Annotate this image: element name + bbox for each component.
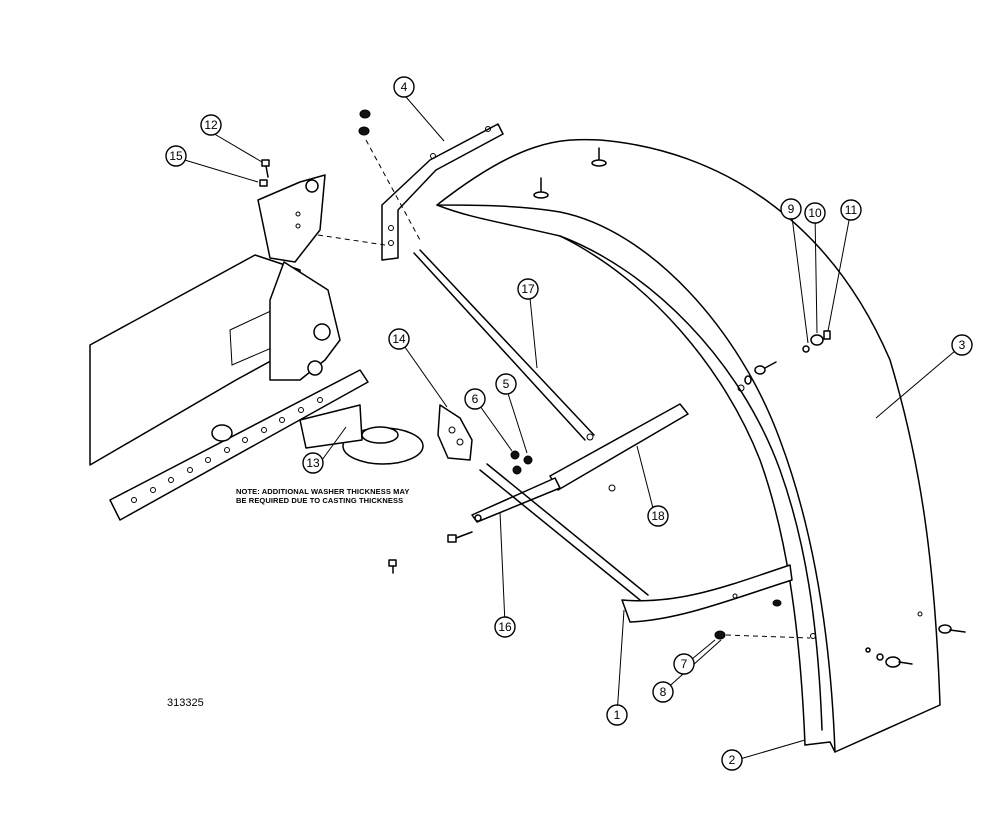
washer-note: NOTE: ADDITIONAL WASHER THICKNESS MAY BE… bbox=[236, 487, 436, 505]
svg-text:18: 18 bbox=[651, 509, 665, 523]
mount-bracket-4 bbox=[317, 109, 504, 261]
callout-8: 8 bbox=[652, 681, 674, 703]
svg-text:11: 11 bbox=[845, 203, 858, 217]
fender-hole bbox=[732, 593, 738, 599]
nuts-5-6 bbox=[510, 450, 533, 475]
callout-16: 16 bbox=[494, 616, 516, 638]
strap-holes bbox=[131, 397, 323, 503]
callout-4: 4 bbox=[393, 76, 415, 98]
callout-17: 17 bbox=[517, 278, 539, 300]
callout-2: 2 bbox=[721, 749, 743, 771]
callout-10: 10 bbox=[804, 202, 826, 224]
svg-text:14: 14 bbox=[392, 332, 406, 346]
fender-side-wall bbox=[436, 204, 823, 731]
lower-right-bolts bbox=[865, 624, 966, 668]
fender-assembly bbox=[436, 138, 966, 753]
callout-9: 9 bbox=[780, 198, 802, 220]
drawing-number: 313325 bbox=[167, 697, 204, 709]
callout-7: 7 bbox=[673, 653, 695, 675]
fender-hole bbox=[917, 611, 923, 617]
top-bolt-assembly bbox=[533, 147, 607, 199]
svg-text:8: 8 bbox=[660, 685, 667, 699]
callout-18: 18 bbox=[647, 505, 669, 527]
svg-text:13: 13 bbox=[306, 456, 320, 470]
callout-3: 3 bbox=[951, 334, 973, 356]
svg-text:15: 15 bbox=[169, 149, 183, 163]
lower-brace bbox=[479, 463, 649, 601]
svg-text:12: 12 bbox=[204, 118, 218, 132]
support-bar-18 bbox=[549, 403, 689, 491]
loose-bolt bbox=[388, 531, 473, 574]
svg-text:17: 17 bbox=[521, 282, 535, 296]
callout-1: 1 bbox=[606, 704, 628, 726]
svg-text:6: 6 bbox=[472, 392, 479, 406]
callout-6: 6 bbox=[464, 388, 486, 410]
callout-5: 5 bbox=[495, 373, 517, 395]
svg-text:7: 7 bbox=[681, 657, 688, 671]
svg-text:5: 5 bbox=[503, 377, 510, 391]
svg-text:2: 2 bbox=[729, 753, 736, 767]
callout-12: 12 bbox=[200, 114, 222, 136]
fender-tail bbox=[804, 741, 836, 753]
callout-13: 13 bbox=[302, 452, 324, 474]
svg-text:4: 4 bbox=[401, 80, 408, 94]
svg-text:10: 10 bbox=[808, 206, 822, 220]
fender-hole bbox=[737, 384, 745, 392]
fender-hole bbox=[608, 484, 616, 492]
callout-15: 15 bbox=[165, 145, 187, 167]
note-line-1: NOTE: ADDITIONAL WASHER THICKNESS MAY bbox=[236, 487, 410, 496]
fender-outer-panel bbox=[436, 138, 941, 753]
fender-liner bbox=[621, 564, 793, 623]
callout-14: 14 bbox=[388, 328, 410, 350]
svg-text:9: 9 bbox=[788, 202, 795, 216]
support-arm bbox=[388, 249, 689, 601]
svg-text:3: 3 bbox=[959, 338, 966, 352]
svg-text:1: 1 bbox=[614, 708, 621, 722]
nut-7-8 bbox=[714, 599, 811, 640]
axle-spindle bbox=[89, 159, 473, 521]
note-line-2: BE REQUIRED DUE TO CASTING THICKNESS bbox=[236, 496, 404, 505]
fender-side-wall-edge bbox=[559, 235, 806, 746]
brace-17 bbox=[413, 249, 595, 441]
svg-text:16: 16 bbox=[498, 620, 512, 634]
bolt-washer-nut-9-10-11 bbox=[744, 330, 831, 385]
fender-hole bbox=[810, 633, 816, 639]
callout-11: 11 bbox=[840, 199, 862, 221]
